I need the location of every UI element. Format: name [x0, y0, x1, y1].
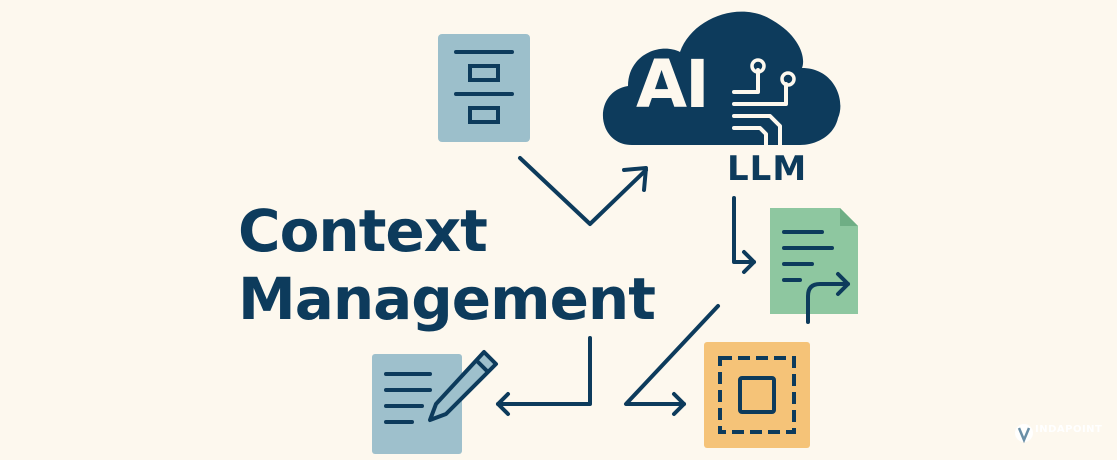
arrow-to-selection [624, 304, 720, 416]
title-line-1: Context [238, 197, 488, 265]
stack-layers-icon [438, 34, 530, 142]
llm-label: LLM [727, 149, 808, 189]
brand-name: INDAPOINT [1035, 424, 1103, 435]
arrow-to-edit [496, 336, 592, 416]
title-line-2: Management [238, 265, 656, 333]
brand-logo-icon [1015, 424, 1033, 444]
brand: INDAPOINT [1014, 424, 1102, 435]
document-arrow-icon [770, 208, 858, 324]
edit-document-icon [372, 350, 498, 454]
ai-text: AI [636, 46, 710, 123]
selection-frame-icon [704, 342, 810, 448]
pencil-icon [428, 350, 498, 422]
arrow-to-document [732, 196, 756, 274]
arrow-to-cloud [518, 156, 648, 226]
ai-cloud-icon [602, 11, 841, 147]
